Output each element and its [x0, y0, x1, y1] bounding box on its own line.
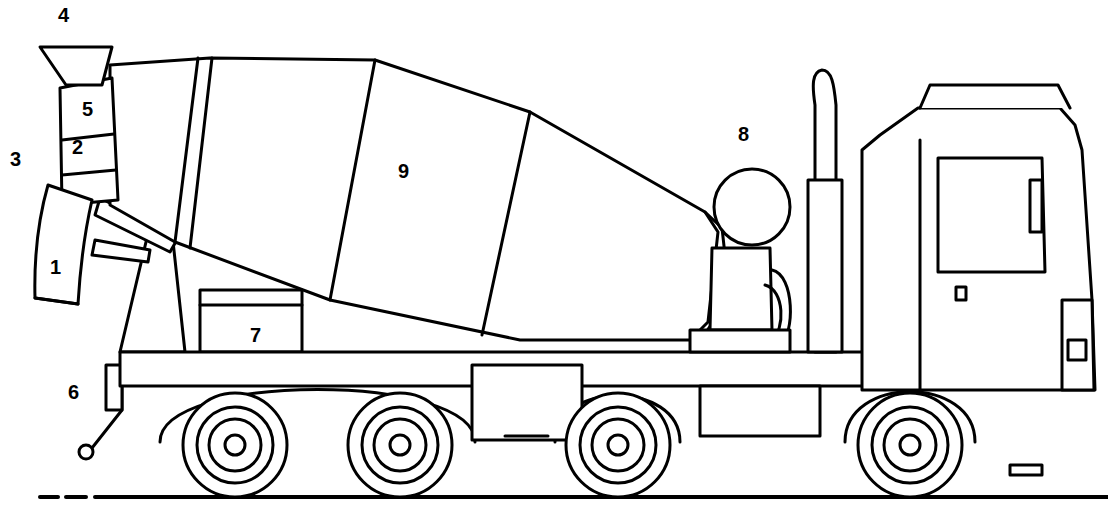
side-marker — [956, 287, 966, 300]
ground-dash — [40, 495, 58, 499]
tank-box — [200, 290, 302, 352]
callout-number: 3 — [10, 148, 21, 170]
callout-number: 2 — [72, 136, 83, 158]
water-tank — [714, 169, 790, 245]
discharge-chute — [35, 185, 92, 304]
ground-dash — [66, 495, 86, 499]
pump-pedestal — [710, 248, 772, 330]
pump-base — [690, 330, 790, 352]
callout-number: 7 — [250, 324, 261, 346]
truck-cab — [862, 108, 1095, 390]
headlight — [1068, 340, 1086, 360]
stack-guard — [808, 180, 842, 352]
wheel — [183, 393, 287, 497]
callout-number: 8 — [738, 123, 749, 145]
callout-number: 6 — [68, 381, 79, 403]
cab-step — [1010, 465, 1042, 475]
loading-chute — [60, 78, 118, 205]
door-seam — [919, 140, 922, 390]
wheel — [858, 393, 962, 497]
tow-hook-eye — [79, 445, 93, 459]
side-box-handle — [505, 435, 548, 438]
callout-number: 1 — [50, 256, 61, 278]
mirror — [1030, 180, 1042, 232]
callout-number: 4 — [58, 4, 69, 26]
drum-ring — [190, 58, 212, 248]
cab-roof-spoiler — [920, 85, 1070, 108]
tank-seam — [200, 304, 302, 307]
fuel-tank — [700, 386, 820, 436]
chute-seam — [62, 134, 114, 140]
drum-seam — [330, 60, 375, 300]
chute-brace — [92, 240, 150, 262]
chute-seam — [62, 170, 116, 175]
side-box — [472, 365, 582, 440]
wheel — [348, 393, 452, 497]
cab-window — [938, 158, 1045, 272]
wheel — [566, 393, 670, 497]
callout-number: 5 — [82, 98, 93, 120]
drum-seam — [482, 112, 530, 335]
front-bumper — [1062, 300, 1094, 390]
chute-lip — [35, 298, 78, 304]
callout-number: 9 — [398, 160, 409, 182]
hopper — [40, 47, 112, 85]
